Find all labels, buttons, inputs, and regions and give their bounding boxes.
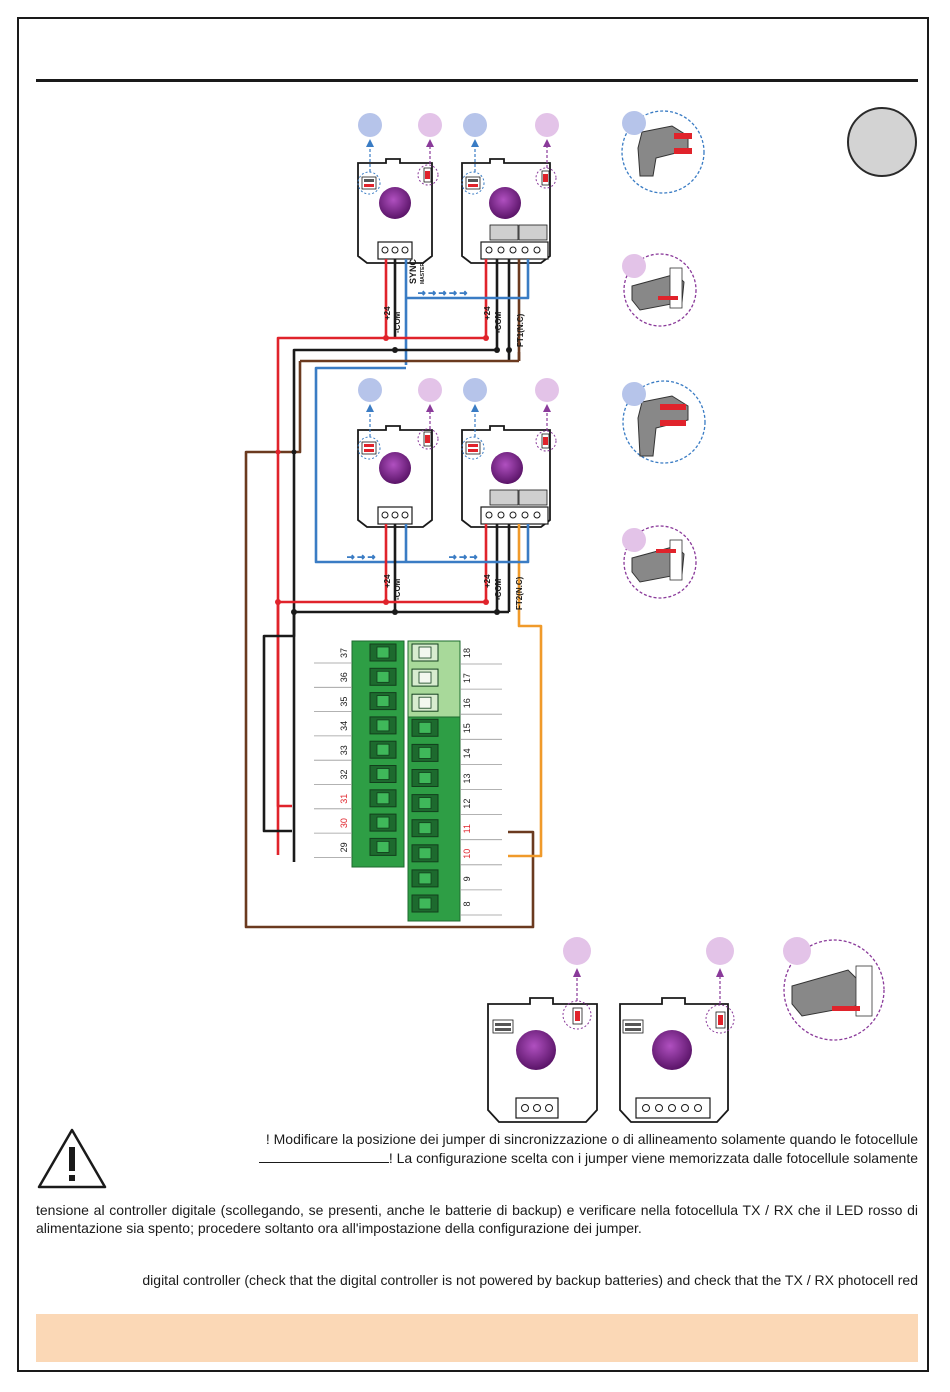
warning-icon bbox=[37, 1128, 107, 1189]
warning-text-line2-content: ! La configurazione scelta con i jumper … bbox=[388, 1150, 918, 1166]
label-24-r1tx: +24 bbox=[383, 306, 392, 320]
terminal-screw-head bbox=[376, 646, 390, 659]
terminal-screw-head bbox=[418, 671, 432, 684]
row1-tx-photocell bbox=[357, 158, 439, 264]
terminal-right-column bbox=[411, 643, 439, 913]
blank-underline bbox=[258, 1150, 389, 1163]
row2-tx-photocell bbox=[357, 425, 439, 528]
terminal-screw-head bbox=[418, 897, 432, 910]
warning-text-line1: ! Modificare la posizione dei jumper di … bbox=[265, 1131, 918, 1147]
terminal-number: 34 bbox=[339, 721, 349, 731]
label-com-r1tx: -COM bbox=[393, 311, 402, 333]
terminal-screw-head bbox=[376, 816, 390, 829]
row2-markers bbox=[358, 378, 559, 437]
terminal-screw-head bbox=[376, 719, 390, 732]
jumper-detail-5 bbox=[783, 937, 885, 1041]
label-com-r2tx: -COM bbox=[393, 578, 402, 600]
terminal-number: 12 bbox=[462, 799, 472, 809]
terminal-number: 29 bbox=[339, 842, 349, 852]
page-number-circle bbox=[847, 107, 917, 177]
svg-text:→ → → → →: → → → → → bbox=[418, 289, 468, 299]
terminal-block: 37 36 35 34 33 32 31 30 29 18 17 16 15 14 13 12 11 10 9 8 bbox=[314, 640, 502, 922]
terminal-number: 14 bbox=[462, 748, 472, 758]
label-sync: SYNC bbox=[408, 258, 418, 284]
bottom-tx-photocell bbox=[487, 937, 598, 1123]
label-master: MASTER bbox=[420, 263, 426, 285]
warning-text-line2: ! La configurazione scelta con i jumper … bbox=[150, 1150, 918, 1166]
terminal-screw-head bbox=[376, 768, 390, 780]
terminal-screw-head bbox=[376, 792, 390, 805]
label-com-r1rx: -COM bbox=[494, 311, 503, 333]
english-paragraph: digital controller (check that the digit… bbox=[142, 1272, 918, 1288]
jumper-detail-2 bbox=[622, 253, 697, 327]
terminal-screw-head bbox=[418, 797, 432, 809]
terminal-screw-head bbox=[376, 695, 390, 707]
terminal-number: 35 bbox=[339, 697, 349, 707]
terminal-screw-head bbox=[418, 646, 432, 659]
bottom-rx-photocell bbox=[619, 937, 735, 1123]
terminal-number: 15 bbox=[462, 723, 472, 733]
terminal-left-column bbox=[369, 643, 397, 856]
label-24-r2tx: +24 bbox=[383, 574, 392, 588]
terminal-screw-head bbox=[418, 747, 432, 759]
terminal-number: 32 bbox=[339, 769, 349, 779]
sync-arrows: → → → → → → → → → → → bbox=[347, 289, 479, 564]
orange-bar bbox=[36, 1314, 918, 1362]
jumper-detail-1 bbox=[621, 110, 705, 194]
page-frame bbox=[17, 17, 929, 1372]
terminal-number: 37 bbox=[339, 648, 349, 658]
junctions bbox=[275, 335, 512, 615]
terminal-screw-head bbox=[418, 772, 432, 784]
terminal-number: 17 bbox=[462, 673, 472, 683]
terminal-number: 8 bbox=[462, 901, 472, 906]
terminal-number: 9 bbox=[462, 876, 472, 881]
terminal-number: 13 bbox=[462, 773, 472, 783]
label-24-r2rx: +24 bbox=[483, 574, 492, 588]
terminal-screw-head bbox=[376, 743, 390, 756]
terminal-number: 16 bbox=[462, 698, 472, 708]
label-24-r1rx: +24 bbox=[483, 306, 492, 320]
label-ft1: FT1(N.C) bbox=[516, 313, 525, 347]
row1-rx-photocell bbox=[461, 158, 557, 264]
wiring bbox=[244, 259, 543, 929]
terminal-right-numbers: 18 17 16 15 14 13 12 11 10 9 8 bbox=[460, 648, 502, 916]
terminal-screw-head bbox=[418, 872, 432, 885]
terminal-number: 30 bbox=[339, 818, 349, 828]
terminal-screw-head bbox=[376, 670, 390, 683]
label-ft2: FT2(N.C) bbox=[515, 576, 524, 610]
title-rule bbox=[36, 79, 918, 82]
row2-rx-photocell bbox=[461, 425, 557, 528]
terminal-number: 18 bbox=[462, 648, 472, 658]
label-com-r2rx: -COM bbox=[494, 578, 503, 600]
terminal-screw-head bbox=[418, 696, 432, 709]
terminal-number: 36 bbox=[339, 672, 349, 682]
terminal-left-numbers: 37 36 35 34 33 32 31 30 29 bbox=[314, 648, 352, 858]
jumper-detail-3 bbox=[622, 380, 706, 464]
terminal-number: 11 bbox=[462, 824, 472, 833]
terminal-number: 31 bbox=[339, 794, 349, 804]
jumper-detail-4 bbox=[622, 525, 697, 599]
terminal-number: 33 bbox=[339, 745, 349, 755]
wire-labels: +24 -COM SYNC MASTER +24 -COM FT1(N.C) +… bbox=[383, 258, 525, 610]
svg-text:→ → →: → → → bbox=[449, 553, 478, 563]
terminal-screw-head bbox=[418, 847, 432, 860]
terminal-number: 10 bbox=[462, 849, 472, 859]
italian-paragraph: tensione al controller digitale (scolleg… bbox=[36, 1202, 918, 1236]
terminal-screw-head bbox=[418, 721, 432, 734]
svg-text:→ → →: → → → bbox=[347, 553, 376, 563]
row1-markers bbox=[358, 113, 559, 172]
terminal-screw-head bbox=[418, 822, 432, 835]
terminal-screw-head bbox=[376, 841, 390, 853]
